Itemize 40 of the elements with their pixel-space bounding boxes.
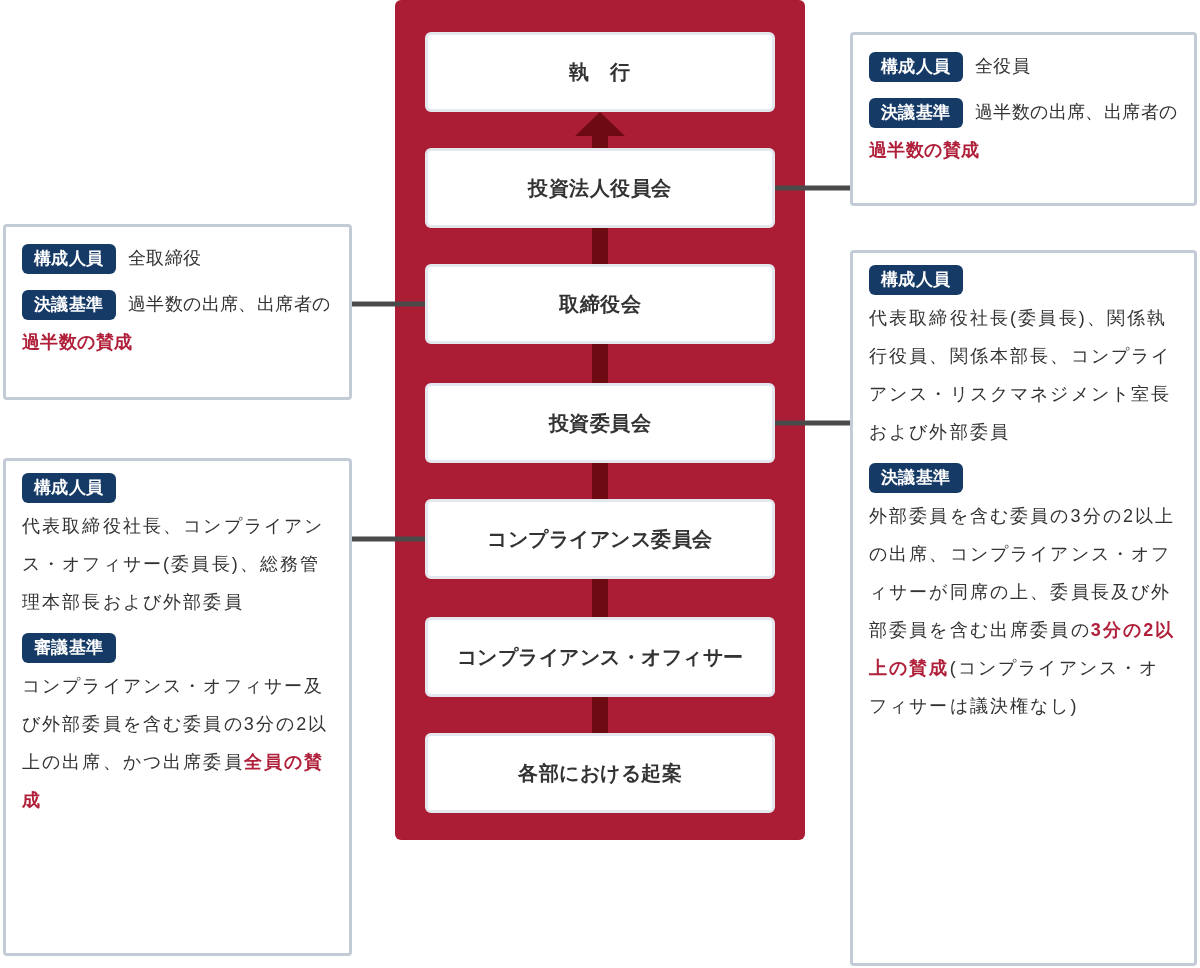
process-box — [425, 148, 775, 228]
criteria-text: 決議基準 過半数の出席、出席者の過半数の賛成 — [22, 285, 333, 361]
criteria-text: 外部委員を含む委員の3分の2以上の出席、コンプライアンス・オフィサーが同席の上、委員長及び外部委員を含む出席委員の3分の2以上の賛成(コンプライアンス・オフィサーは議決権なし) — [869, 505, 1177, 718]
criteria-text: 決議基準 過半数の出席、出席者の過半数の賛成 — [869, 93, 1178, 169]
info-panel — [850, 32, 1197, 206]
category-tag: 審議基準 — [22, 633, 116, 663]
process-box — [425, 264, 775, 344]
connector-line — [352, 301, 425, 307]
criteria-text: コンプライアンス・オフィサー及び外部委員を含む委員の3分の2以上の出席、かつ出席委員全員の賛成 — [22, 675, 330, 812]
criteria-text: 代表取締役社長(委員長)、関係執行役員、関係本部長、コンプライアンス・リスクマネジメント室長および外部委員 — [869, 307, 1173, 444]
box-label: 執 行 — [569, 60, 631, 85]
box-label: コンプライアンス委員会 — [487, 527, 713, 552]
flow-band — [395, 0, 805, 840]
process-box — [425, 733, 775, 813]
criteria-text: 構成人員 全取締役 — [22, 239, 333, 277]
box-label: 各部における起案 — [518, 761, 682, 786]
category-tag: 構成人員 — [22, 244, 116, 274]
process-box — [425, 617, 775, 697]
criteria-text: 代表取締役社長、コンプライアンス・オフィサー(委員長)、総務管理本部長および外部委員 — [22, 515, 326, 614]
process-box — [425, 32, 775, 112]
flow-arrow — [575, 112, 625, 148]
category-tag: 決議基準 — [22, 290, 116, 320]
box-label: 投資法人役員会 — [528, 176, 672, 201]
box-label: 取締役会 — [559, 292, 641, 317]
box-label: 投資委員会 — [548, 411, 652, 436]
connector-line — [352, 536, 425, 542]
info-panel — [3, 458, 352, 956]
category-tag: 構成人員 — [22, 473, 116, 503]
connector-line — [775, 185, 850, 191]
info-panel — [3, 224, 352, 400]
category-tag: 決議基準 — [869, 463, 963, 493]
process-box — [425, 383, 775, 463]
category-tag: 構成人員 — [869, 265, 963, 295]
category-tag: 決議基準 — [869, 98, 963, 128]
connector-line — [775, 420, 850, 426]
info-panel — [850, 250, 1197, 966]
criteria-text: 構成人員 全役員 — [869, 47, 1178, 85]
category-tag: 構成人員 — [869, 52, 963, 82]
box-label: コンプライアンス・オフィサー — [456, 645, 744, 670]
process-box — [425, 499, 775, 579]
